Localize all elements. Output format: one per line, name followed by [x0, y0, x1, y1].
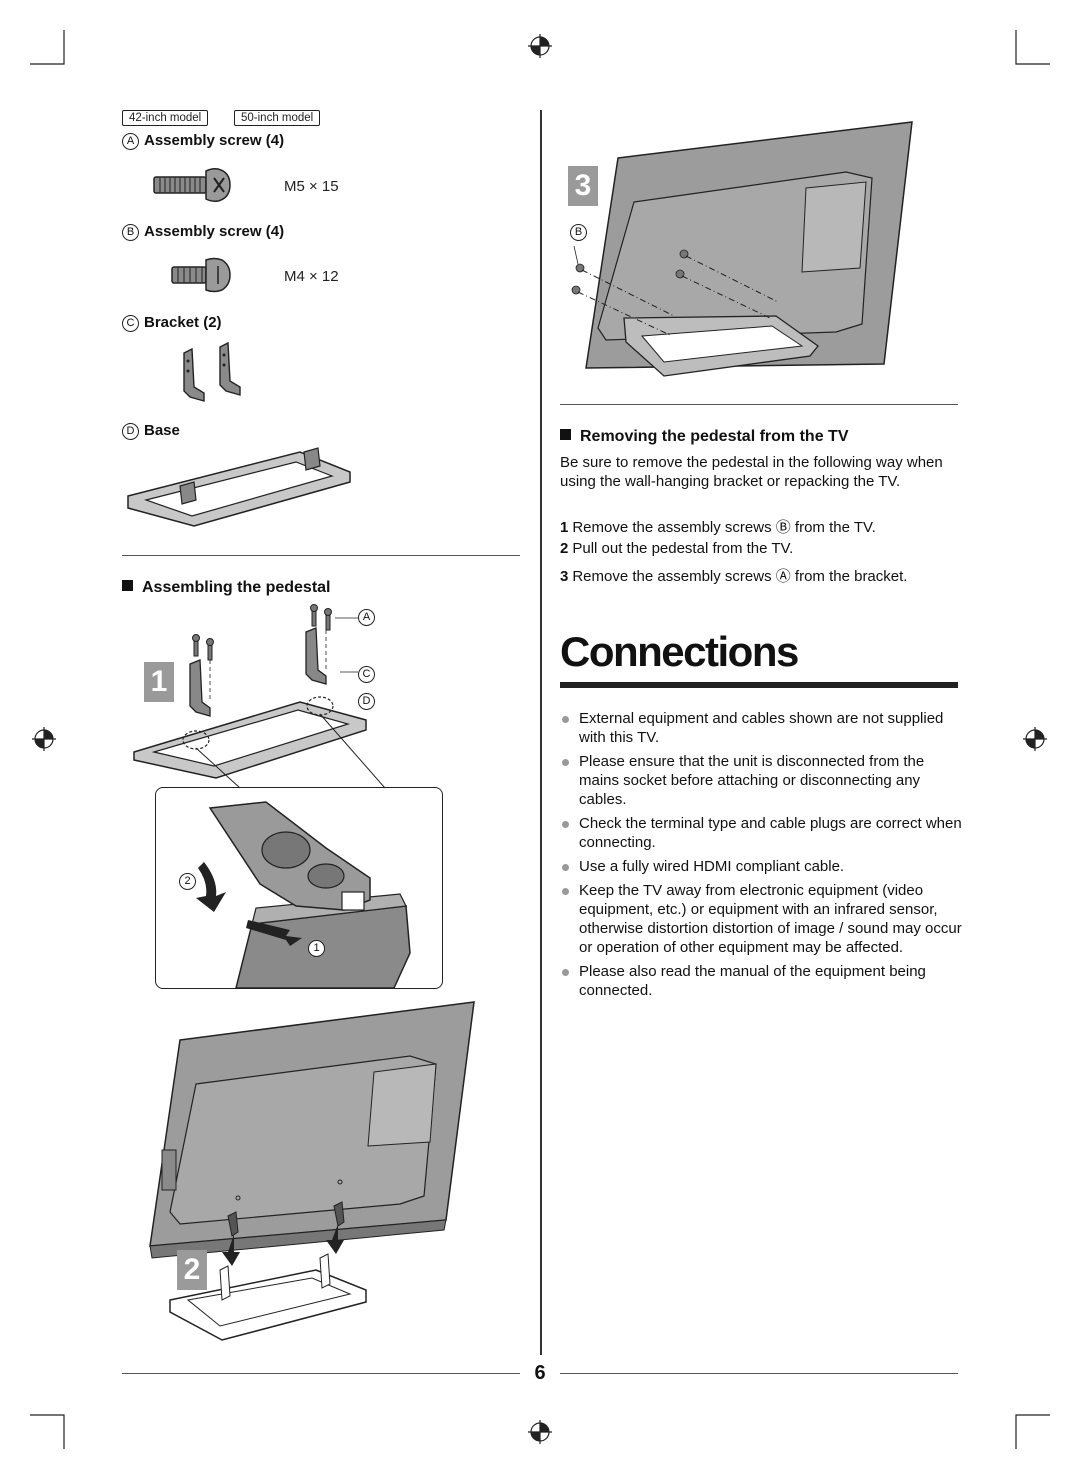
part-d-name: Base [144, 422, 180, 439]
list-item: External equipment and cables shown are … [560, 709, 962, 747]
list-item: Use a fully wired HDMI compliant cable. [560, 857, 962, 876]
part-a-name: Assembly screw (4) [144, 132, 285, 149]
part-d-title: D Base [122, 422, 180, 440]
part-c-title: C Bracket (2) [122, 314, 222, 332]
callout-a: A [358, 609, 375, 626]
assembling-heading: Assembling the pedestal [122, 579, 331, 597]
tv-step3-illustration [571, 121, 913, 377]
part-c-name: Bracket (2) [144, 314, 222, 331]
callout-sub-1: 1 [308, 940, 325, 957]
list-item: Please ensure that the unit is disconnec… [560, 752, 962, 809]
footer-rule-left [122, 1373, 520, 1374]
step-2-box: 2 [177, 1250, 207, 1290]
tv-step2-illustration [149, 1001, 475, 1341]
model-tag-42: 42-inch model [122, 110, 209, 126]
connections-title-bar [560, 682, 958, 688]
part-c-letter: C [122, 315, 139, 332]
part-b-letter: B [122, 224, 139, 241]
part-d-letter: D [122, 423, 139, 440]
connections-title: Connections [560, 628, 799, 675]
detail-zoom-box: 2 1 [155, 787, 443, 989]
part-a-spec: M5 × 15 [284, 178, 339, 195]
square-bullet-icon [560, 429, 571, 440]
part-a-title: A Assembly screw (4) [122, 132, 284, 150]
base-illustration [127, 447, 351, 527]
footer-rule-right [560, 1373, 958, 1374]
step-3-box: 3 [568, 166, 598, 206]
model-tag-50: 50-inch model [234, 110, 321, 126]
right-divider [560, 404, 958, 405]
removing-heading: Removing the pedestal from the TV [560, 428, 848, 446]
list-item: Please also read the manual of the equip… [560, 962, 962, 1000]
part-b-name: Assembly screw (4) [144, 223, 285, 240]
part-b-spec: M4 × 12 [284, 268, 339, 285]
callout-d: D [358, 693, 375, 710]
bracket-icon [183, 341, 241, 402]
assembly-step1-illustration [133, 604, 386, 789]
step-1-box: 1 [144, 662, 174, 702]
callout-sub-2: 2 [179, 873, 196, 890]
callout-c: C [358, 666, 375, 683]
square-bullet-icon [122, 580, 133, 591]
list-item: Check the terminal type and cable plugs … [560, 814, 962, 852]
screw-a-icon [153, 168, 231, 202]
removing-intro: Be sure to remove the pedestal in the fo… [560, 454, 943, 490]
part-a-letter: A [122, 133, 139, 150]
connections-bullet-list: External equipment and cables shown are … [560, 709, 962, 1005]
page-number: 6 [534, 1362, 546, 1384]
part-b-title: B Assembly screw (4) [122, 223, 284, 241]
column-divider [540, 110, 542, 1355]
screw-b-icon [171, 257, 231, 293]
callout-b: B [570, 224, 587, 241]
list-item: Keep the TV away from electronic equipme… [560, 881, 962, 957]
left-divider [122, 555, 520, 556]
